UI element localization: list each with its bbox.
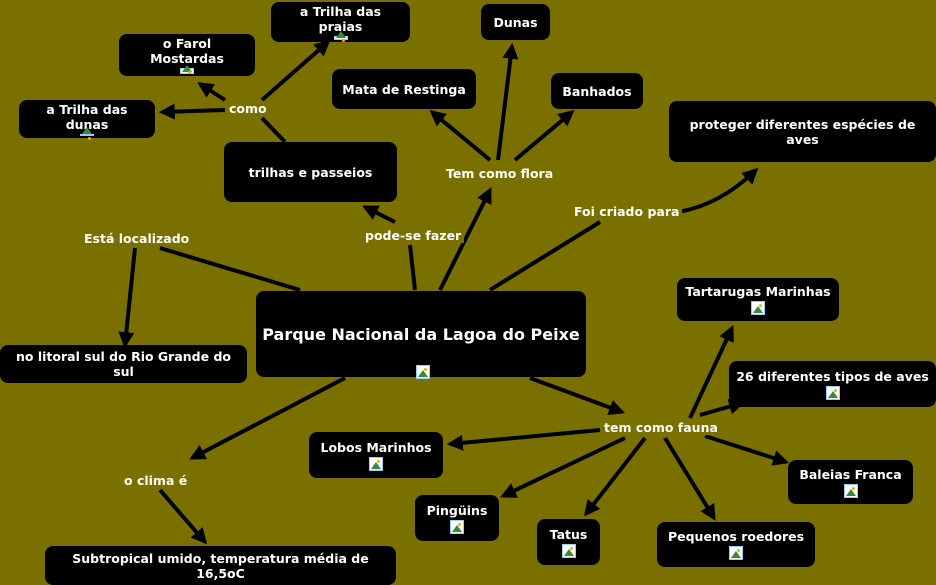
node-proteger[interactable]: proteger diferentes espécies de aves xyxy=(669,101,936,162)
link-clima-subtropical xyxy=(158,488,208,545)
node-farol[interactable]: o Farol Mostardas xyxy=(119,34,255,76)
node-mata[interactable]: Mata de Restinga xyxy=(332,69,476,109)
link-main-localizado xyxy=(159,246,301,292)
node-pinguins-label: Pingüins xyxy=(426,502,488,518)
link-localizado-litoral xyxy=(118,247,137,349)
node-dunas[interactable]: Dunas xyxy=(481,4,550,40)
label-localizado: Está localizado xyxy=(81,231,193,246)
link-fauna-pinguins xyxy=(500,436,626,498)
node-trilha-praias-label: a Trilha das praias xyxy=(299,4,382,34)
link-podefazer-trilhas xyxy=(362,205,396,224)
label-clima: o clima é xyxy=(121,473,191,488)
resource-image-icon[interactable] xyxy=(729,546,743,560)
node-baleias-label: Baleias Franca xyxy=(799,466,902,482)
node-roedores[interactable]: Pequenos roedores xyxy=(657,522,815,567)
resource-image-icon[interactable] xyxy=(751,301,765,315)
node-baleias[interactable]: Baleias Franca xyxy=(788,460,913,504)
node-trilha-dunas[interactable]: a Trilha das dunas xyxy=(19,100,155,140)
link-como-farol xyxy=(197,82,227,102)
node-trilhas-label: trilhas e passeios xyxy=(248,164,373,180)
link-fauna-roedores xyxy=(663,436,716,521)
node-main[interactable]: Parque Nacional da Lagoa do Peixe xyxy=(256,291,586,379)
resource-image-icon[interactable] xyxy=(180,65,194,74)
link-main-flora xyxy=(438,187,492,291)
node-tipos-aves[interactable]: 26 diferentes tipos de aves xyxy=(729,361,936,407)
node-lobos-label: Lobos Marinhos xyxy=(320,439,432,455)
resource-image-icon[interactable] xyxy=(333,31,348,42)
resource-image-icon[interactable] xyxy=(561,543,576,558)
node-tartarugas-label: Tartarugas Marinhas xyxy=(685,284,831,299)
link-como-dunas-trilha xyxy=(158,103,226,120)
resource-image-icon[interactable] xyxy=(80,127,94,140)
link-flora-mata xyxy=(429,109,492,162)
node-litoral[interactable]: no litoral sul do Rio Grande do sul xyxy=(0,345,247,383)
node-proteger-label: proteger diferentes espécies de aves xyxy=(689,116,916,147)
label-flora: Tem como flora xyxy=(443,166,557,181)
node-tatus[interactable]: Tatus xyxy=(537,519,600,565)
node-subtropical[interactable]: Subtropical umido, temperatura média de … xyxy=(45,546,396,585)
resource-image-icon[interactable] xyxy=(825,385,840,400)
link-trilhas-como xyxy=(260,116,287,144)
node-pinguins[interactable]: Pingüins xyxy=(415,495,499,541)
link-main-podefazer xyxy=(408,244,417,291)
node-trilha-praias[interactable]: a Trilha das praias xyxy=(271,2,410,42)
node-banhados-label: Banhados xyxy=(562,83,632,99)
link-como-praias xyxy=(260,39,331,102)
link-fauna-tartarugas xyxy=(688,325,734,419)
node-dunas-label: Dunas xyxy=(493,14,538,30)
link-criado-proteger xyxy=(677,167,759,214)
label-pode-fazer: pode-se fazer xyxy=(362,228,465,243)
node-roedores-label: Pequenos roedores xyxy=(667,529,805,544)
link-fauna-tatus xyxy=(584,436,647,517)
node-subtropical-label: Subtropical umido, temperatura média de … xyxy=(72,550,369,581)
label-fauna: tem como fauna xyxy=(601,420,721,435)
resource-image-icon[interactable] xyxy=(450,519,464,534)
node-lobos[interactable]: Lobos Marinhos xyxy=(309,432,443,478)
link-flora-dunas xyxy=(496,42,519,161)
node-tipos-aves-label: 26 diferentes tipos de aves xyxy=(736,368,929,384)
node-trilha-dunas-label: a Trilha das dunas xyxy=(46,102,128,132)
node-farol-label: o Farol Mostardas xyxy=(150,36,224,66)
resource-image-icon[interactable] xyxy=(369,456,383,471)
link-main-clima xyxy=(189,376,346,460)
link-fauna-baleias xyxy=(704,434,790,466)
resource-image-icon[interactable] xyxy=(416,365,430,379)
node-banhados[interactable]: Banhados xyxy=(551,73,643,109)
label-como: como xyxy=(226,101,270,116)
node-mata-label: Mata de Restinga xyxy=(342,81,466,97)
label-criado: Foi criado para xyxy=(571,204,683,219)
link-main-criado xyxy=(488,220,602,292)
link-main-fauna xyxy=(529,376,626,416)
node-litoral-label: no litoral sul do Rio Grande do sul xyxy=(16,349,231,379)
node-tatus-label: Tatus xyxy=(549,526,588,542)
resource-image-icon[interactable] xyxy=(843,483,858,498)
link-flora-banhados xyxy=(513,109,575,162)
node-main-label: Parque Nacional da Lagoa do Peixe xyxy=(262,324,580,344)
link-fauna-lobos xyxy=(446,428,601,451)
node-trilhas[interactable]: trilhas e passeios xyxy=(224,142,397,202)
node-tartarugas[interactable]: Tartarugas Marinhas xyxy=(677,278,839,321)
